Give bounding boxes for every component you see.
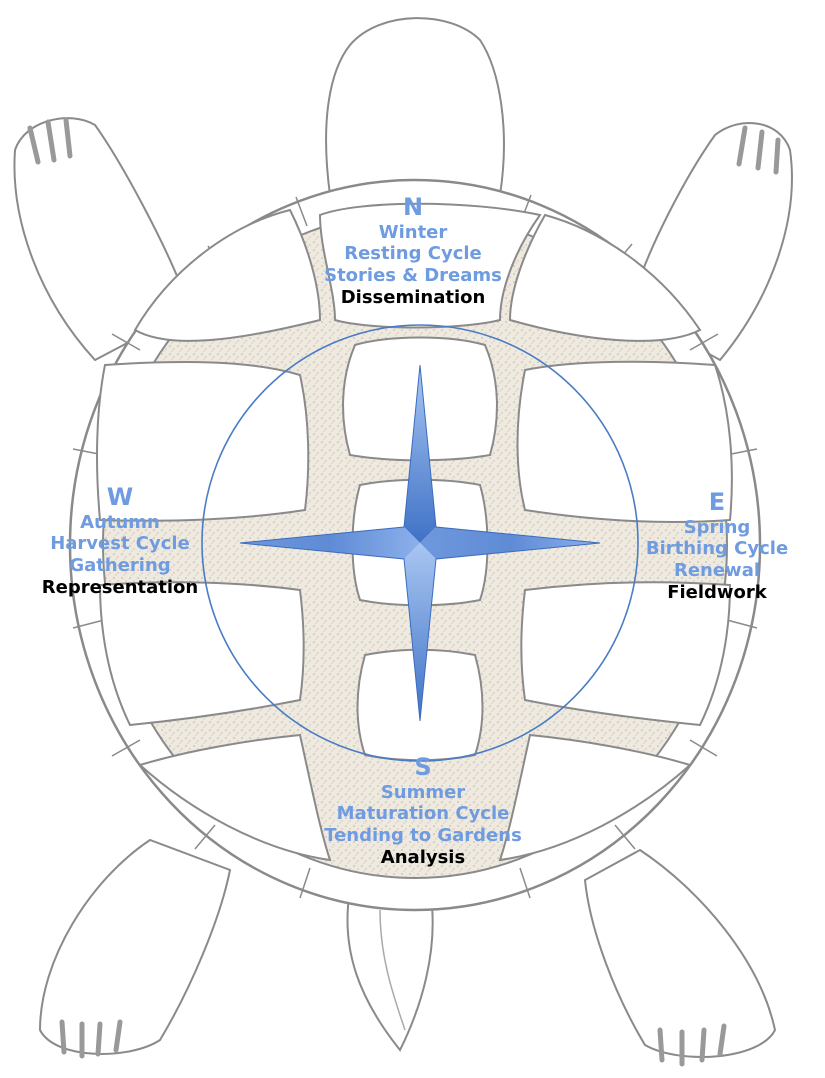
west-phase: Representation	[42, 577, 198, 599]
north-letter: N	[324, 193, 502, 222]
turtle-head	[326, 18, 504, 195]
west-season: Autumn	[42, 512, 198, 534]
north-label-group: N Winter Resting Cycle Stories & Dreams …	[324, 193, 502, 308]
north-cycle: Resting Cycle	[324, 243, 502, 265]
south-season: Summer	[324, 782, 522, 804]
south-cycle: Maturation Cycle	[324, 803, 522, 825]
east-letter: E	[646, 488, 788, 517]
west-activity: Gathering	[42, 555, 198, 577]
west-letter: W	[42, 483, 198, 512]
north-phase: Dissemination	[324, 287, 502, 309]
east-cycle: Birthing Cycle	[646, 538, 788, 560]
south-phase: Analysis	[324, 847, 522, 869]
turtle-back-left-flipper	[40, 840, 230, 1054]
north-activity: Stories & Dreams	[324, 265, 502, 287]
west-label-group: W Autumn Harvest Cycle Gathering Represe…	[42, 483, 198, 598]
east-phase: Fieldwork	[646, 582, 788, 604]
north-season: Winter	[324, 222, 502, 244]
east-season: Spring	[646, 517, 788, 539]
south-activity: Tending to Gardens	[324, 825, 522, 847]
south-letter: S	[324, 753, 522, 782]
east-activity: Renewal	[646, 560, 788, 582]
east-label-group: E Spring Birthing Cycle Renewal Fieldwor…	[646, 488, 788, 603]
west-cycle: Harvest Cycle	[42, 533, 198, 555]
south-label-group: S Summer Maturation Cycle Tending to Gar…	[324, 753, 522, 868]
turtle-back-right-flipper	[585, 850, 775, 1057]
turtle-tail	[347, 890, 432, 1050]
